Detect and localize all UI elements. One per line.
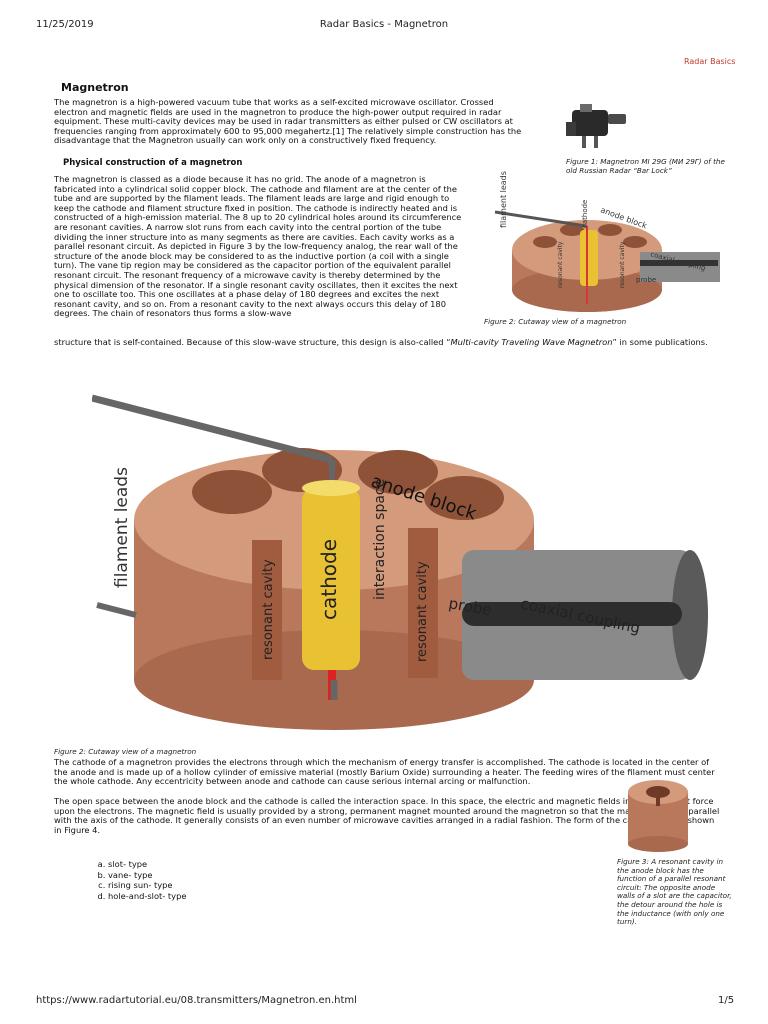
small-label-resonant-left: resonant cavity <box>557 241 564 288</box>
footer-url: https://www.radartutorial.eu/08.transmit… <box>36 995 357 1006</box>
intro-paragraph: The magnetron is a high-powered vacuum t… <box>54 97 522 146</box>
page-number: 1/5 <box>718 995 735 1006</box>
radar-basics-link[interactable]: Radar Basics <box>684 57 736 66</box>
figure3-caption: Figure 3: A resonant cavity in the anode… <box>617 857 732 927</box>
small-label-filament: filament leads <box>499 171 508 228</box>
figure2-caption: Figure 2: Cutaway view of a magnetron <box>54 747 197 756</box>
small-label-probe: probe <box>636 276 656 284</box>
cathode-paragraph: The cathode of a magnetron provides the … <box>54 757 715 787</box>
interaction-space-paragraph: The open space between the anode block a… <box>54 796 720 835</box>
magnetron-photo <box>566 104 626 148</box>
construction-paragraph-continued: structure that is self-contained. Becaus… <box>54 337 708 347</box>
print-date: 11/25/2019 <box>36 19 94 30</box>
section-title: Physical construction of a magnetron <box>63 158 243 168</box>
figure2-small-caption: Figure 2: Cutaway view of a magnetron <box>484 317 627 326</box>
list-item: hole-and-slot- type <box>108 891 186 902</box>
list-item: rising sun- type <box>108 880 186 891</box>
page-title: Magnetron <box>61 81 129 94</box>
list-item: slot- type <box>108 859 186 870</box>
small-label-cathode: cathode <box>581 200 589 228</box>
magnetron-cutaway-small: filament leads cathode anode block reson… <box>494 171 720 312</box>
label-filament-leads: filament leads <box>112 467 132 588</box>
label-resonant-cavity-right: resonant cavity <box>415 561 430 662</box>
list-item: vane- type <box>108 870 186 881</box>
resonant-cavity-figure <box>628 780 688 852</box>
label-cathode: cathode <box>317 539 341 620</box>
label-resonant-cavity-left: resonant cavity <box>261 559 276 660</box>
print-title: Radar Basics - Magnetron <box>319 19 449 30</box>
construction-paragraph: The magnetron is classed as a diode beca… <box>54 174 462 319</box>
label-interaction-space: interaction space <box>372 479 388 600</box>
magnetron-cutaway-large: filament leads anode block cathode inter… <box>92 394 708 730</box>
small-label-resonant-right: resonant cavity <box>619 241 626 288</box>
cavity-type-list: slot- type vane- type rising sun- type h… <box>92 859 186 901</box>
figure1-caption: Figure 1: Magnetron MI 29G (МИ 29Г) of t… <box>566 157 725 175</box>
